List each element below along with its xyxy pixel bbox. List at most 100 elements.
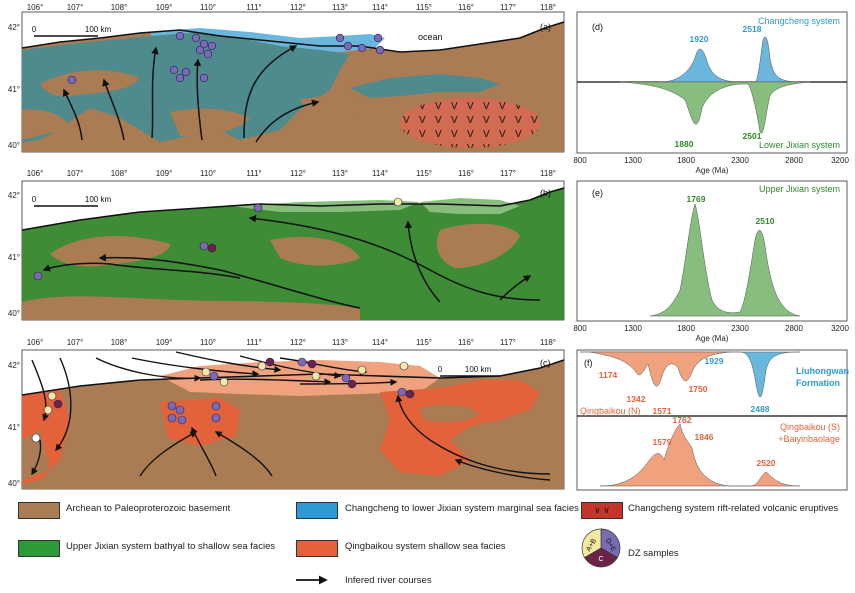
basement-swatch xyxy=(18,502,60,519)
dz-samples-label: DZ samples xyxy=(628,548,679,559)
lon-tick-c-0: 106° xyxy=(27,338,44,347)
lon-tick-c-12: 118° xyxy=(540,338,556,347)
lon-tick-b-9: 115° xyxy=(416,169,432,178)
lon-tick-b-3: 109° xyxy=(156,169,173,178)
lat-tick-c-1: 41° xyxy=(8,423,20,432)
lon-tick-b-12: 118° xyxy=(540,169,556,178)
dz-samples-icon: A+B D+E C xyxy=(581,528,621,568)
upper-jixian-label: Upper Jixian system bathyal to shallow s… xyxy=(66,541,276,552)
lon-tick-b-10: 116° xyxy=(458,169,474,178)
map-panel-b: 106° 107° 108° 109° 110° 111° 112° 113° … xyxy=(8,169,565,321)
lon-tick-c-7: 113° xyxy=(332,338,348,347)
dz-c-label: C xyxy=(598,556,603,563)
peak-f-blue-0: 1929 xyxy=(705,356,724,366)
kde-panel-f: (f) Liuhongwan Formation Qingbaikou (N) … xyxy=(576,349,849,491)
scale-label-b: 100 km xyxy=(85,195,112,204)
x-tick-e-0: 800 xyxy=(573,324,587,333)
x-tick-d-2: 1800 xyxy=(677,156,695,165)
lon-tick-a-5: 111° xyxy=(246,3,261,12)
peak-f-bottom-0: 1579 xyxy=(653,437,672,447)
kde-panel-d: (d) Changcheng system Lower Jixian syste… xyxy=(573,11,849,175)
panel-letter-c: (c) xyxy=(540,358,551,368)
panel-letter-d: (d) xyxy=(592,22,603,32)
peak-f-bottom-3: 2520 xyxy=(757,458,776,468)
peak-d-bottom-1: 2501 xyxy=(743,131,762,141)
x-tick-e-5: 3200 xyxy=(831,324,849,333)
map-panel-c: 106° 107° 108° 109° 110° 111° 112° 113° … xyxy=(8,338,565,490)
panel-d-top-label: Changcheng system xyxy=(758,16,840,26)
panel-letter-b: (b) xyxy=(540,188,551,198)
lon-tick-b-5: 111° xyxy=(246,169,261,178)
volcanic-swatch: ∨ ∨ xyxy=(581,502,623,519)
peak-f-bottom-2: 1846 xyxy=(695,432,714,442)
label-qingbaikou-s-1: Qingbaikou (S) xyxy=(780,422,840,432)
lon-tick-a-12: 118° xyxy=(540,3,556,12)
x-tick-e-2: 1800 xyxy=(677,324,695,333)
lat-tick-c-2: 40° xyxy=(8,479,20,488)
lon-tick-a-9: 115° xyxy=(416,3,432,12)
peak-e-1: 2510 xyxy=(756,216,775,226)
x-label-e: Age (Ma) xyxy=(696,334,729,343)
panel-letter-e: (e) xyxy=(592,188,603,198)
x-tick-e-3: 2300 xyxy=(731,324,749,333)
x-tick-d-0: 800 xyxy=(573,156,587,165)
lon-tick-c-10: 116° xyxy=(458,338,474,347)
x-tick-d-5: 3200 xyxy=(831,156,849,165)
lon-tick-c-4: 110° xyxy=(200,338,216,347)
changcheng-swatch xyxy=(296,502,338,519)
peak-f-orange-0: 1174 xyxy=(599,370,618,380)
peak-f-orange-1: 1342 xyxy=(627,394,646,404)
lon-tick-b-11: 117° xyxy=(500,169,516,178)
lon-tick-b-0: 106° xyxy=(27,169,44,178)
lat-tick-b-2: 40° xyxy=(8,309,20,318)
lon-tick-a-10: 116° xyxy=(458,3,474,12)
scale-zero-a: 0 xyxy=(32,25,37,34)
qingbaikou-swatch xyxy=(296,540,338,557)
lon-tick-a-2: 108° xyxy=(111,3,128,12)
lon-tick-c-2: 108° xyxy=(111,338,128,347)
lon-tick-b-1: 107° xyxy=(67,169,84,178)
x-tick-d-1: 1300 xyxy=(624,156,642,165)
label-liuhongwan-1: Liuhongwan xyxy=(796,366,849,376)
peak-d-bottom-0: 1880 xyxy=(675,139,694,149)
lon-tick-a-6: 112° xyxy=(290,3,306,12)
volcanic-label: Changcheng system rift-related volcanic … xyxy=(628,503,839,514)
lat-tick-a-2: 40° xyxy=(8,141,20,150)
changcheng-label: Changcheng to lower Jixian system margin… xyxy=(345,503,579,514)
peak-d-top-1: 2518 xyxy=(743,24,762,34)
lon-tick-c-1: 107° xyxy=(67,338,84,347)
lon-tick-b-6: 112° xyxy=(290,169,306,178)
scale-zero-b: 0 xyxy=(32,195,37,204)
panel-e-label: Upper Jixian system xyxy=(759,184,840,194)
label-qingbaikou-s-2: +Baiyinbaolage xyxy=(778,434,840,444)
upper-jixian-swatch xyxy=(18,540,60,557)
basement-label: Archean to Paleoproterozoic basement xyxy=(66,503,231,514)
lon-tick-a-1: 107° xyxy=(67,3,84,12)
lon-tick-c-8: 114° xyxy=(372,338,388,347)
x-tick-e-4: 2800 xyxy=(785,324,803,333)
lon-tick-a-8: 114° xyxy=(372,3,388,12)
lon-tick-a-0: 106° xyxy=(27,3,44,12)
x-label-d: Age (Ma) xyxy=(696,166,729,175)
lon-tick-b-8: 114° xyxy=(372,169,388,178)
scale-label-a: 100 km xyxy=(85,25,112,34)
lon-tick-c-3: 109° xyxy=(156,338,173,347)
lat-tick-b-1: 41° xyxy=(8,253,20,262)
lon-tick-c-9: 115° xyxy=(416,338,432,347)
lon-tick-b-2: 108° xyxy=(111,169,128,178)
lat-tick-a-0: 42° xyxy=(8,23,20,32)
peak-d-top-0: 1920 xyxy=(690,34,709,44)
label-qingbaikou-n: Qingbaikou (N) xyxy=(580,406,641,416)
lon-tick-a-7: 113° xyxy=(332,3,348,12)
lon-tick-a-4: 110° xyxy=(200,3,216,12)
lat-tick-c-0: 42° xyxy=(8,361,20,370)
lon-tick-c-5: 111° xyxy=(246,338,261,347)
panel-d-bottom-label: Lower Jixian system xyxy=(759,140,840,150)
lon-tick-a-3: 109° xyxy=(156,3,173,12)
qingbaikou-label: Qingbaikou system shallow sea facies xyxy=(345,541,506,552)
scale-label-c: 100 km xyxy=(465,365,492,374)
peak-e-0: 1769 xyxy=(687,194,706,204)
panel-letter-f: (f) xyxy=(584,358,593,368)
peak-f-orange-2: 1571 xyxy=(653,406,672,416)
